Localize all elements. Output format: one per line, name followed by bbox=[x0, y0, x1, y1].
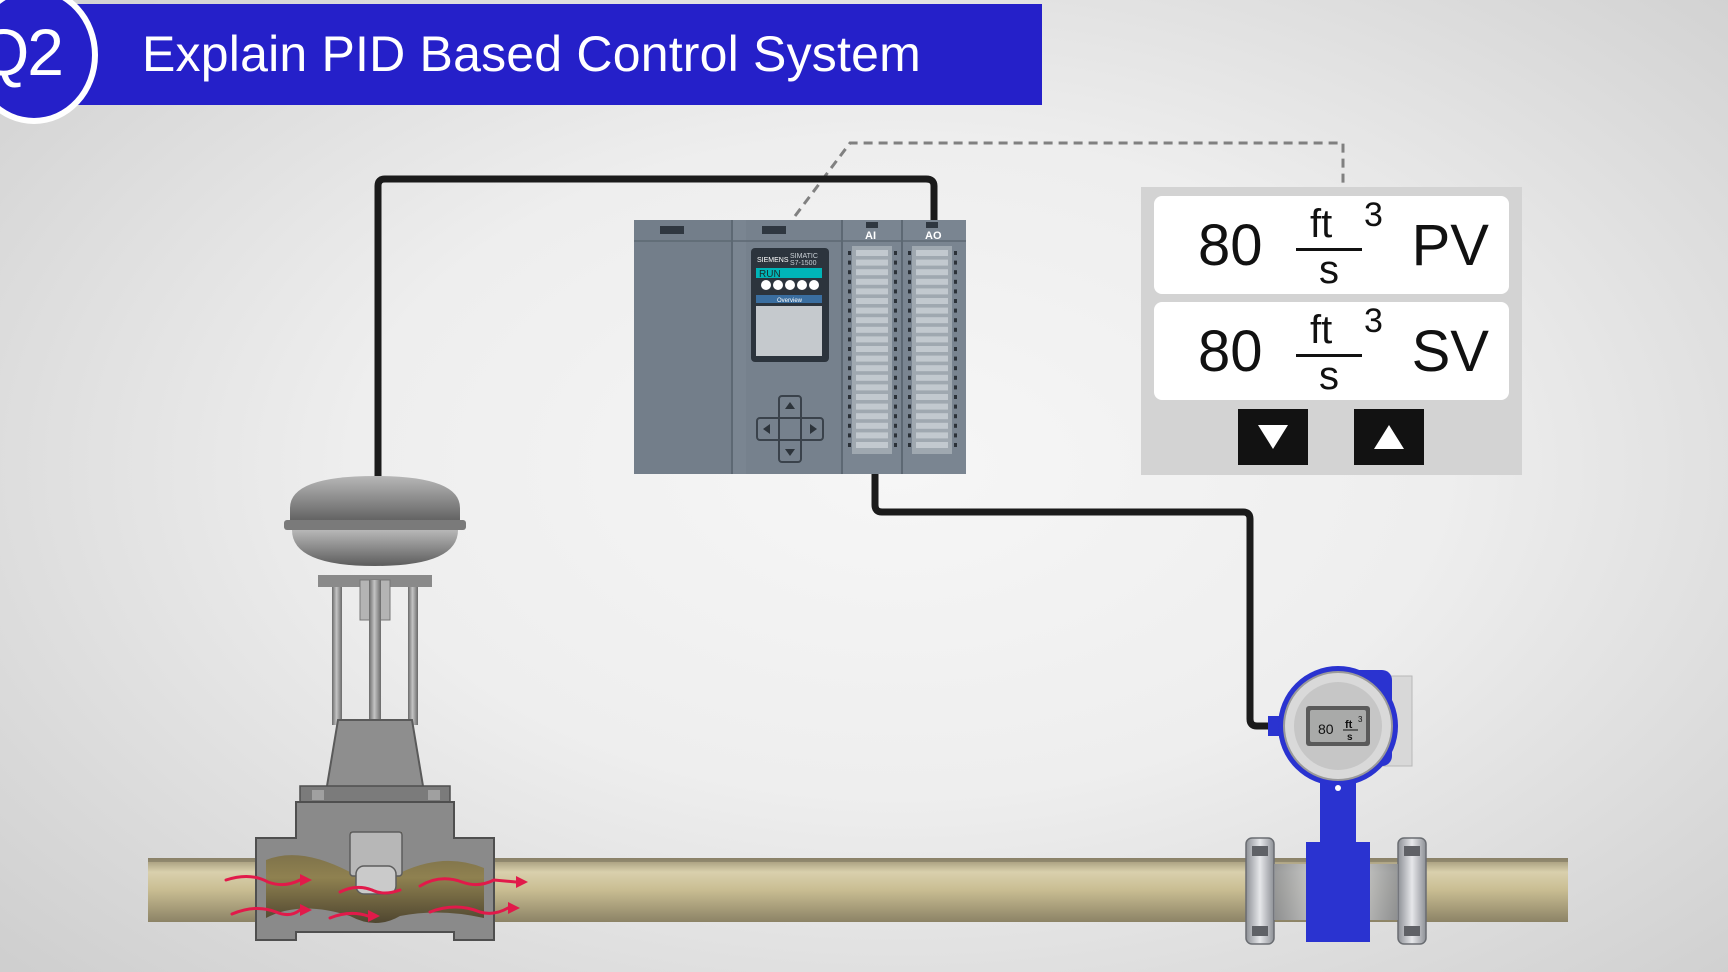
flowmeter-unit-den: s bbox=[1347, 732, 1353, 743]
title-banner: Explain PID Based Control System bbox=[0, 4, 1042, 105]
increase-setpoint-button[interactable] bbox=[1354, 409, 1424, 465]
page-title: Explain PID Based Control System bbox=[142, 26, 921, 82]
plc-model-line1: SIMATIC bbox=[790, 253, 818, 260]
flowmeter-unit-num: ft bbox=[1345, 719, 1353, 731]
plc-ao-label: AO bbox=[925, 230, 942, 242]
network-link bbox=[784, 141, 1345, 229]
plc-ai-label: AI bbox=[865, 230, 876, 242]
pv-unit-exp: 3 bbox=[1364, 196, 1383, 234]
sv-unit-exp: 3 bbox=[1364, 302, 1383, 340]
sv-value: 80 bbox=[1198, 319, 1263, 384]
plc-io-terminals bbox=[848, 250, 957, 448]
sv-unit: ft 3 s bbox=[1296, 302, 1383, 398]
triangle-down-icon bbox=[1258, 425, 1288, 449]
plc-screen-label: Overview bbox=[777, 298, 803, 304]
plc-controller: SIEMENS SIMATIC S7-1500 RUN Overview AI … bbox=[634, 220, 966, 474]
sv-unit-num: ft bbox=[1310, 308, 1333, 352]
pv-unit: ft 3 s bbox=[1296, 196, 1383, 292]
flow-arrows bbox=[224, 875, 518, 920]
control-valve bbox=[224, 476, 528, 941]
plc-model-line2: S7-1500 bbox=[790, 260, 817, 267]
flow-meter: 80 ft 3 s bbox=[1245, 666, 1427, 945]
decrease-setpoint-button[interactable] bbox=[1238, 409, 1308, 465]
sv-label: SV bbox=[1411, 319, 1489, 384]
sv-display: 80 ft 3 s SV bbox=[1154, 302, 1509, 400]
hmi-panel: 80 ft 3 s PV 80 ft 3 s SV bbox=[1141, 187, 1522, 475]
sv-unit-den: s bbox=[1319, 354, 1339, 398]
pv-unit-num: ft bbox=[1310, 202, 1333, 246]
pv-label: PV bbox=[1411, 213, 1489, 278]
plc-status-icons bbox=[761, 280, 819, 290]
plc-status: RUN bbox=[759, 269, 781, 280]
plc-navigation-pad[interactable] bbox=[756, 395, 824, 463]
triangle-up-icon bbox=[1374, 425, 1404, 449]
flowmeter-value: 80 bbox=[1318, 721, 1334, 737]
sv-unit-bar bbox=[1296, 354, 1362, 357]
flowmeter-unit-exp: 3 bbox=[1358, 715, 1363, 724]
question-number: Q2 bbox=[0, 15, 64, 89]
pv-value: 80 bbox=[1198, 213, 1263, 278]
plc-brand: SIEMENS bbox=[757, 257, 789, 264]
ai-signal-cable bbox=[871, 472, 1276, 730]
ao-signal-cable bbox=[374, 175, 938, 478]
pv-display: 80 ft 3 s PV bbox=[1154, 196, 1509, 294]
pv-unit-den: s bbox=[1319, 248, 1339, 292]
pv-unit-bar bbox=[1296, 248, 1362, 251]
